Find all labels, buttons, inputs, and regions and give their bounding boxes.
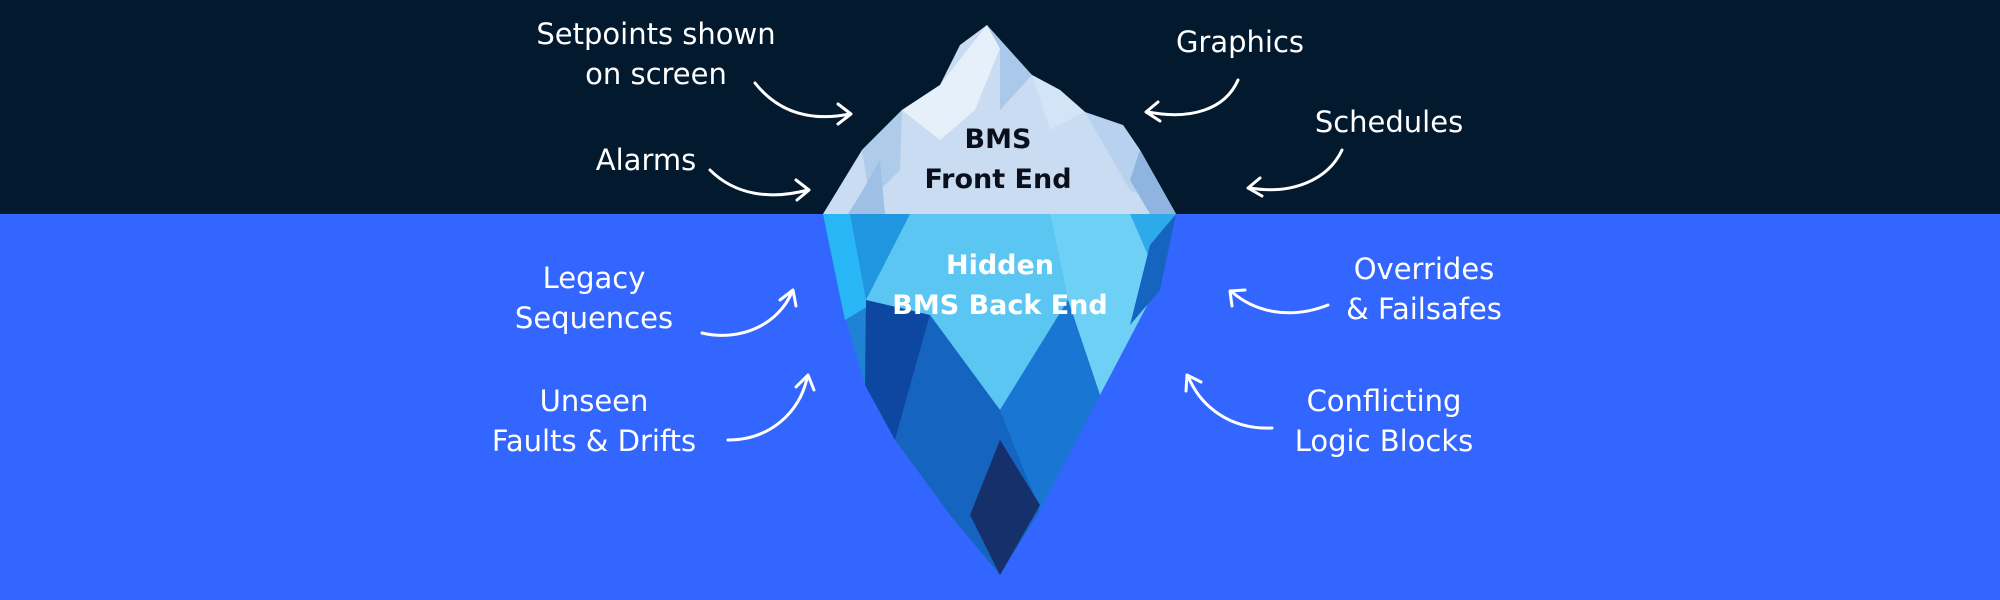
front-end-label: BMS Front End <box>924 120 1071 200</box>
label-schedules-line-1: Schedules <box>1314 105 1464 139</box>
arrow-alarms <box>708 168 811 202</box>
back-end-label: Hidden BMS Back End <box>892 246 1107 326</box>
label-conflicting-line-2: Logic Blocks <box>1294 424 1474 458</box>
label-legacy: Legacy Sequences <box>515 258 673 338</box>
label-unseen-line-1: Unseen <box>539 384 649 418</box>
arrow-conflicting <box>1184 373 1274 430</box>
label-overrides-line-2: & Failsafes <box>1346 292 1502 326</box>
front-end-line-1: BMS <box>964 124 1032 155</box>
label-setpoints-line-1: Setpoints shown <box>536 17 776 51</box>
arrows-above-water <box>708 78 1344 202</box>
back-end-line-2: BMS Back End <box>892 290 1108 321</box>
arrow-graphics <box>1144 78 1240 123</box>
label-schedules: Schedules <box>1315 102 1463 142</box>
label-legacy-line-2: Sequences <box>514 301 674 335</box>
label-setpoints-line-2: on screen <box>585 57 727 91</box>
arrow-schedules <box>1246 148 1344 198</box>
arrow-unseen <box>726 373 816 442</box>
arrows-below-water <box>700 288 1330 442</box>
label-unseen-line-2: Faults & Drifts <box>491 424 697 458</box>
label-overrides: Overrides & Failsafes <box>1346 249 1502 329</box>
arrow-setpoints <box>753 81 853 126</box>
label-legacy-line-1: Legacy <box>542 261 646 295</box>
label-alarms: Alarms <box>596 140 696 180</box>
back-end-line-1: Hidden <box>945 250 1055 281</box>
label-unseen: Unseen Faults & Drifts <box>492 381 696 461</box>
label-conflicting-line-1: Conflicting <box>1306 384 1462 418</box>
label-setpoints: Setpoints shown on screen <box>536 14 775 94</box>
label-conflicting: Conflicting Logic Blocks <box>1295 381 1474 461</box>
arrow-overrides <box>1228 288 1330 315</box>
label-overrides-line-1: Overrides <box>1353 252 1495 286</box>
iceberg-underwater <box>823 214 1176 575</box>
front-end-line-2: Front End <box>924 164 1072 195</box>
label-graphics-line-1: Graphics <box>1175 25 1305 59</box>
label-graphics: Graphics <box>1176 22 1304 62</box>
arrow-legacy <box>700 288 798 337</box>
iceberg-above-water <box>823 25 1176 214</box>
label-alarms-line-1: Alarms <box>595 143 697 177</box>
